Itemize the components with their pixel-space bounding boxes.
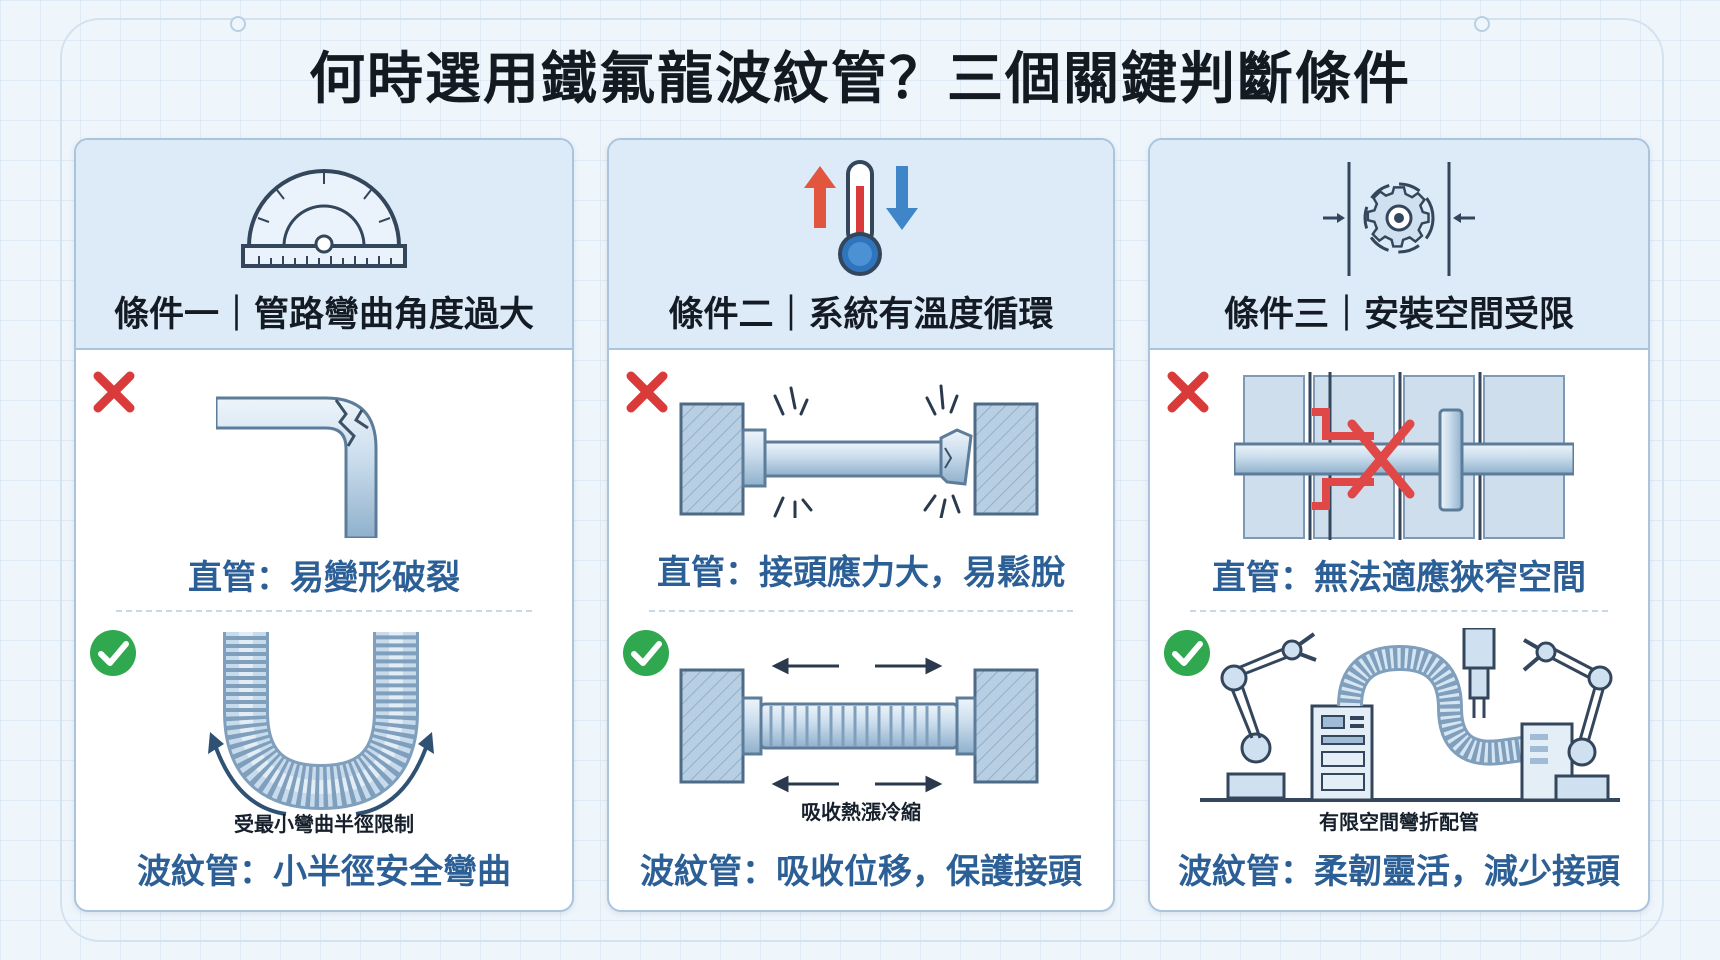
gear-icon bbox=[1323, 162, 1475, 276]
condition-card-2: 條件二｜系統有溫度循環 直管：接頭應力大，易鬆脫 bbox=[607, 138, 1115, 912]
frame-dot-left bbox=[230, 16, 246, 32]
corrugated-pipe-expansion-illustration bbox=[679, 657, 1039, 793]
good-note: 有限空間彎折配管 bbox=[1319, 810, 1479, 834]
frame-dot-right bbox=[1474, 16, 1490, 32]
bad-caption: 直管：無法適應狹窄空間 bbox=[1212, 558, 1586, 598]
green-check-icon bbox=[90, 630, 136, 676]
card-heading: 條件三｜安裝空間受限 bbox=[1223, 295, 1574, 335]
divider bbox=[116, 610, 532, 612]
green-check-icon bbox=[1164, 630, 1210, 676]
bad-caption: 直管：易變形破裂 bbox=[188, 558, 460, 598]
good-caption: 波紋管：小半徑安全彎曲 bbox=[137, 852, 511, 892]
bad-caption: 直管：接頭應力大，易鬆脫 bbox=[657, 553, 1065, 593]
page-title: 何時選用鐵氟龍波紋管？三個關鍵判斷條件 bbox=[309, 47, 1411, 112]
condition-card-1: 條件一｜管路彎曲角度過大 直管：易變形破裂 受最小彎曲半徑限制 波紋管：小半徑安… bbox=[74, 138, 574, 912]
card-heading: 條件二｜系統有溫度循環 bbox=[668, 295, 1054, 335]
good-note: 受最小彎曲半徑限制 bbox=[234, 812, 414, 836]
corrugated-u-bend-illustration bbox=[208, 632, 434, 816]
card-heading: 條件一｜管路彎曲角度過大 bbox=[113, 295, 534, 335]
green-check-icon bbox=[623, 630, 669, 676]
condition-card-3: 條件三｜安裝空間受限 直管：無法適應狹窄空間 bbox=[1148, 138, 1650, 912]
background-frame bbox=[60, 18, 1664, 942]
red-x-icon bbox=[93, 371, 135, 413]
red-x-icon bbox=[1167, 371, 1209, 413]
card-header: 條件一｜管路彎曲角度過大 bbox=[76, 140, 572, 350]
thermometer-icon bbox=[804, 160, 918, 276]
straight-pipe-cracked-illustration bbox=[216, 396, 378, 538]
card-header: 條件三｜安裝空間受限 bbox=[1150, 140, 1648, 350]
divider bbox=[1190, 610, 1608, 612]
good-caption: 波紋管：吸收位移，保護接頭 bbox=[640, 852, 1082, 892]
rigid-pipe-stressed-joint-illustration bbox=[679, 384, 1039, 518]
card-header: 條件二｜系統有溫度循環 bbox=[609, 140, 1113, 350]
good-caption: 波紋管：柔韌靈活，減少接頭 bbox=[1178, 852, 1620, 892]
pipe-blocked-narrow-space-illustration bbox=[1234, 372, 1574, 540]
robot-cell-flexible-piping-illustration bbox=[1200, 628, 1620, 802]
good-note: 吸收熱漲冷縮 bbox=[801, 800, 921, 824]
divider bbox=[649, 610, 1073, 612]
protractor-icon bbox=[241, 169, 407, 268]
red-x-icon bbox=[626, 371, 668, 413]
